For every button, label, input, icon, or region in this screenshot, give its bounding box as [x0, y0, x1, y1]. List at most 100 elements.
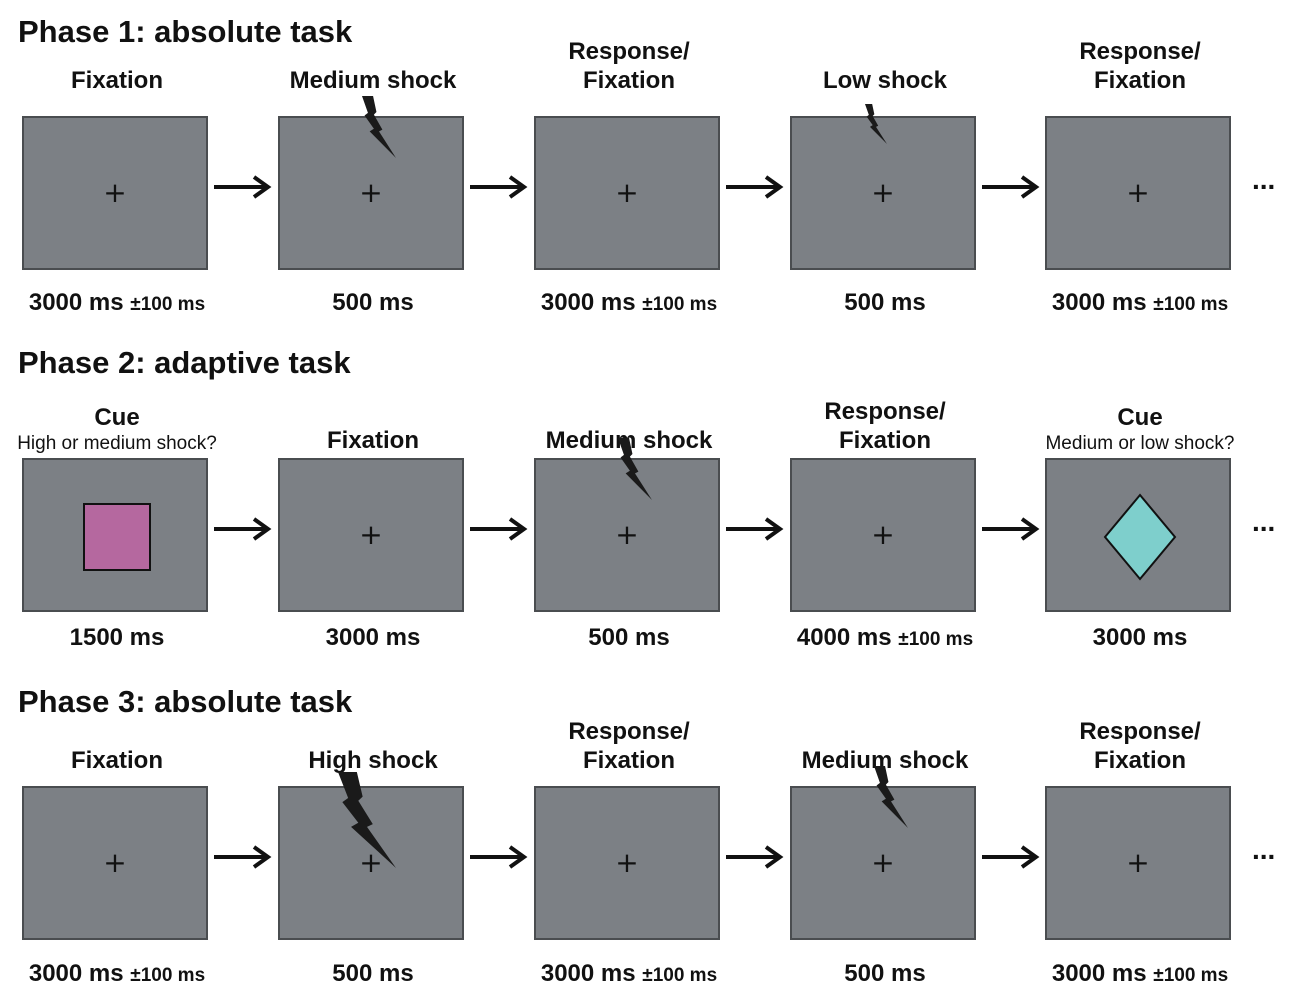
- cue-diamond-shape: [1103, 493, 1177, 581]
- fixation-cross: +: [103, 176, 127, 209]
- step-label: Response/Fixation: [990, 717, 1290, 775]
- step-label-line: Fixation: [1093, 67, 1186, 94]
- phase-title: Phase 2: adaptive task: [18, 345, 351, 380]
- step-label: Low shock: [735, 66, 1035, 95]
- step-label-line: Fixation: [70, 747, 163, 774]
- step-label-line: Response/: [1079, 38, 1201, 65]
- duration-jitter: ±100 ms: [1153, 965, 1229, 986]
- fixation-cross: +: [871, 176, 895, 209]
- cue-square-shape: [83, 503, 151, 571]
- duration-value: 500 ms: [332, 289, 414, 316]
- duration-value: 1500 ms: [69, 624, 165, 651]
- stimulus-screen: +: [1045, 786, 1231, 940]
- step-label-line: Fixation: [1093, 747, 1186, 774]
- arrow-right-icon: [470, 517, 528, 541]
- arrow-right-icon: [726, 517, 784, 541]
- step-label: Fixation: [223, 426, 523, 455]
- step-label-line: Response/: [568, 38, 690, 65]
- step-duration: 3000 ms ±100 ms: [479, 962, 779, 986]
- duration-value: 3000 ms: [1092, 624, 1188, 651]
- stimulus-screen: +: [790, 116, 976, 270]
- step-sublabel: High or medium shock?: [17, 433, 217, 454]
- fixation-cross: +: [615, 846, 639, 879]
- step-label: Response/Fixation: [990, 37, 1290, 95]
- phase-title: Phase 1: absolute task: [18, 14, 353, 49]
- continuation-ellipsis: ...: [1252, 834, 1276, 865]
- duration-value: 3000 ms: [325, 624, 421, 651]
- lightning-bolt-icon: [865, 104, 887, 144]
- step-label: High shock: [223, 746, 523, 775]
- arrow-right-icon: [214, 175, 272, 199]
- arrow-right-icon: [726, 175, 784, 199]
- duration-value: 500 ms: [844, 289, 926, 316]
- step-sublabel: Medium or low shock?: [1045, 433, 1235, 454]
- continuation-ellipsis: ...: [1252, 164, 1276, 195]
- duration-value: 3000 ms: [28, 960, 124, 987]
- arrow-right-icon: [982, 175, 1040, 199]
- fixation-cross: +: [359, 518, 383, 551]
- fixation-cross: +: [359, 846, 383, 879]
- step-duration: 4000 ms ±100 ms: [735, 626, 1035, 650]
- step-duration: 3000 ms: [223, 626, 523, 650]
- step-label-line: Medium shock: [289, 67, 457, 94]
- duration-value: 4000 ms: [796, 624, 892, 651]
- step-duration: 3000 ms ±100 ms: [990, 962, 1290, 986]
- duration-value: 3000 ms: [540, 289, 636, 316]
- arrow-right-icon: [470, 175, 528, 199]
- step-duration: 500 ms: [735, 962, 1035, 986]
- phase-title: Phase 3: absolute task: [18, 684, 353, 719]
- arrow-right-icon: [214, 845, 272, 869]
- step-duration: 1500 ms: [0, 626, 267, 650]
- arrow-right-icon: [726, 845, 784, 869]
- stimulus-screen: +: [22, 116, 208, 270]
- step-label-line: High shock: [308, 747, 438, 774]
- step-label-line: Fixation: [838, 427, 931, 454]
- stimulus-screen: [22, 458, 208, 612]
- step-label-line: Low shock: [822, 67, 948, 94]
- stimulus-screen: +: [278, 458, 464, 612]
- stimulus-screen: +: [1045, 116, 1231, 270]
- stimulus-screen: +: [790, 458, 976, 612]
- duration-jitter: ±100 ms: [642, 965, 718, 986]
- step-label: Response/Fixation: [479, 37, 779, 95]
- arrow-right-icon: [214, 517, 272, 541]
- arrow-right-icon: [982, 517, 1040, 541]
- lightning-bolt-icon: [618, 438, 652, 500]
- continuation-ellipsis: ...: [1252, 506, 1276, 537]
- duration-jitter: ±100 ms: [898, 629, 974, 650]
- stimulus-screen: [1045, 458, 1231, 612]
- step-label-line: Fixation: [582, 747, 675, 774]
- stimulus-screen: +: [22, 786, 208, 940]
- duration-jitter: ±100 ms: [642, 294, 718, 315]
- duration-value: 3000 ms: [28, 289, 124, 316]
- step-label-line: Fixation: [70, 67, 163, 94]
- step-label-line: Response/: [1079, 718, 1201, 745]
- step-duration: 500 ms: [223, 962, 523, 986]
- step-label-line: Fixation: [326, 427, 419, 454]
- step-duration: 500 ms: [479, 626, 779, 650]
- step-duration: 3000 ms ±100 ms: [990, 291, 1290, 315]
- duration-value: 500 ms: [588, 624, 670, 651]
- stimulus-screen: +: [534, 786, 720, 940]
- step-duration: 3000 ms ±100 ms: [0, 962, 267, 986]
- stimulus-screen: +: [534, 458, 720, 612]
- duration-value: 500 ms: [332, 960, 414, 987]
- fixation-cross: +: [1126, 846, 1150, 879]
- lightning-bolt-icon: [362, 96, 396, 158]
- fixation-cross: +: [1126, 176, 1150, 209]
- fixation-cross: +: [871, 518, 895, 551]
- step-label-line: Cue: [94, 404, 140, 431]
- lightning-bolt-icon: [338, 772, 396, 868]
- stimulus-screen: +: [278, 786, 464, 940]
- step-label-line: Cue: [1117, 404, 1163, 431]
- fixation-cross: +: [103, 846, 127, 879]
- step-duration: 500 ms: [735, 291, 1035, 315]
- duration-jitter: ±100 ms: [1153, 294, 1229, 315]
- step-duration: 3000 ms: [990, 626, 1290, 650]
- stimulus-screen: +: [534, 116, 720, 270]
- duration-value: 500 ms: [844, 960, 926, 987]
- fixation-cross: +: [871, 846, 895, 879]
- duration-value: 3000 ms: [1051, 289, 1147, 316]
